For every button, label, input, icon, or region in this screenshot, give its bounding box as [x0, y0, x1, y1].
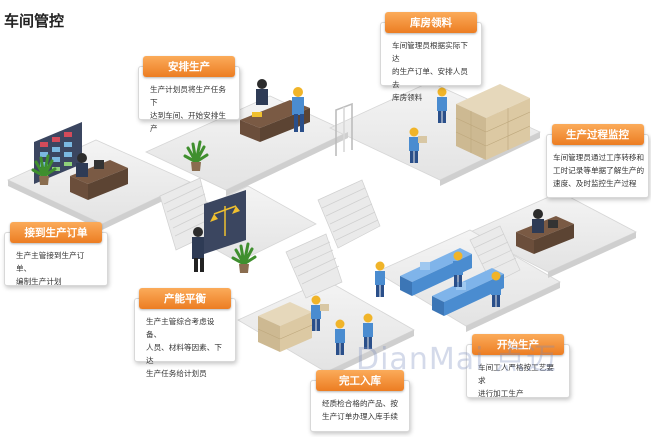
card-line: 生产主管接到生产订单、 [16, 251, 85, 273]
card-start-production: 开始生产 车间工人严格按工艺要求 进行加工生产 [466, 334, 570, 398]
card-line: 车间管理员通过工序转移和 [553, 153, 645, 162]
card-title: 产能平衡 [139, 288, 231, 309]
card-line: 车间管理员根据实际下达 [392, 41, 468, 63]
card-line: 工时记录等单据了解生产的 [553, 166, 645, 175]
card-line: 生产任务给计划员 [146, 369, 207, 378]
card-title: 安排生产 [143, 56, 235, 77]
card-line: 库房领料 [392, 93, 423, 102]
potted-plants [31, 140, 257, 273]
card-arrange-production: 安排生产 生产计划员将生产任务下 达到车间、开始安排生产 [138, 56, 240, 133]
card-line: 达到车间、开始安排生产 [150, 111, 226, 133]
workers [311, 87, 501, 355]
page-title: 车间管控 [4, 12, 65, 30]
warehouse-boxes [455, 84, 531, 160]
card-line: 生产主管综合考虑设备、 [146, 317, 215, 339]
card-line: 的生产订单、安排人员去 [392, 67, 468, 89]
card-line: 人员、材料等因素、下达 [146, 343, 222, 365]
card-line: 速度、及时监控生产过程 [553, 179, 637, 188]
card-line: 编制生产计划 [16, 277, 62, 286]
card-line: 进行加工生产 [478, 389, 524, 398]
card-title: 开始生产 [472, 334, 564, 355]
watermark: DianMai 点迈 [356, 342, 557, 377]
card-capacity-balance: 产能平衡 生产主管综合考虑设备、 人员、材料等因素、下达 生产任务给计划员 [134, 288, 236, 378]
card-title: 库房领料 [385, 12, 477, 33]
storage-boxes [257, 302, 313, 352]
card-title: 接到生产订单 [10, 222, 102, 243]
door-frame [335, 102, 353, 156]
card-title: 完工入库 [316, 370, 404, 391]
desk-receive-order [70, 153, 128, 200]
desk-process-monitor [516, 209, 574, 254]
card-line: 生产计划员将生产任务下 [150, 85, 226, 107]
card-line: 生产订单办理入库手续 [322, 412, 398, 421]
card-title: 生产过程监控 [551, 124, 644, 145]
card-finish-storage: 完工入库 经质检合格的产品、按 生产订单办理入库手续 [310, 370, 410, 432]
card-process-monitor: 生产过程监控 车间管理员通过工序转移和 工时记录等单据了解生产的 速度、及时监控… [546, 124, 649, 198]
card-warehouse-pick: 库房领料 车间管理员根据实际下达 的生产订单、安排人员去 库房领料 [380, 12, 482, 102]
card-line: 经质检合格的产品、按 [322, 399, 398, 408]
capacity-balance-board [192, 190, 246, 272]
card-line: 车间工人严格按工艺要求 [478, 363, 554, 385]
desk-arrange-production [240, 79, 310, 142]
card-receive-order: 接到生产订单 生产主管接到生产订单、 编制生产计划 [4, 222, 108, 286]
staircases [159, 177, 521, 299]
